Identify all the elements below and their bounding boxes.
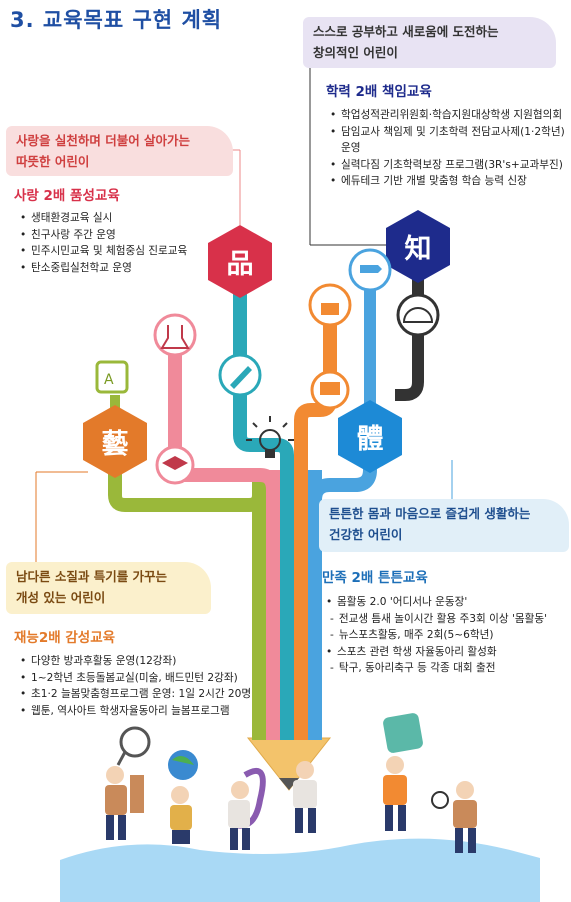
lightbulb-icon <box>246 416 294 458</box>
lab-flask-icon <box>153 313 197 357</box>
ground <box>60 838 540 902</box>
list-item: 뉴스포츠활동, 매주 2회(5~6학년) <box>326 627 547 644</box>
list-item: 생태환경교육 실시 <box>20 210 187 227</box>
hex-label-ji: 知 <box>404 234 432 265</box>
goal-box-healthy: 튼튼한 몸과 마음으로 즐겁게 생활하는 건강한 어린이 <box>319 499 569 552</box>
book-pen-icon <box>95 360 129 394</box>
heading-healthy: 만족 2배 튼튼교육 <box>322 570 428 586</box>
goal-line2: 건강한 어린이 <box>329 527 403 542</box>
list-item: 운영 <box>341 142 361 154</box>
goal-line2: 창의적인 어린이 <box>313 45 398 60</box>
goal-line2: 따뜻한 어린이 <box>16 154 90 169</box>
list-item: 탄소중립실천학교 운영 <box>20 260 187 277</box>
list-warm: 생태환경교육 실시 친구사랑 주간 운영 민주시민교육 및 체험중심 진로교육 … <box>20 210 187 276</box>
list-creative: 학업성적관리위원회·학습지원대상학생 지원협의회 담임교사 책임제 및 기초학력… <box>330 107 565 190</box>
goal-box-warm: 사랑을 실천하며 더불어 살아가는 따뜻한 어린이 <box>6 126 233 176</box>
hexagon-ye <box>83 405 147 478</box>
goal-box-talent: 남다른 소질과 특기를 가꾸는 개성 있는 어린이 <box>6 562 211 614</box>
heading-creative: 학력 2배 책임교육 <box>326 84 432 100</box>
protractor-icon <box>396 293 440 337</box>
hex-label-ye: 藝 <box>101 429 129 460</box>
list-item: 1~2학년 초등돌봄교실(미술, 배드민턴 2강좌) <box>20 670 251 687</box>
hexagon-che <box>338 400 402 473</box>
goal-line2: 개성 있는 어린이 <box>16 590 106 605</box>
goal-box-creative: 스스로 공부하고 새로움에 도전하는 창의적인 어린이 <box>303 17 556 68</box>
list-item: 스포츠 관련 학생 자율동아리 활성화 <box>326 644 547 661</box>
goal-line1: 사랑을 실천하며 더불어 살아가는 <box>16 133 191 148</box>
heading-warm: 사랑 2배 품성교육 <box>14 188 120 204</box>
list-item: 웹툰, 역사아트 학생자율동아리 늘봄프로그램 <box>20 703 251 720</box>
svg-text:A: A <box>104 372 114 388</box>
hex-label-pum: 品 <box>226 249 254 280</box>
goal-line1: 남다른 소질과 특기를 가꾸는 <box>16 569 168 584</box>
list-item: 민주시민교육 및 체험중심 진로교육 <box>20 243 187 260</box>
goal-line1: 튼튼한 몸과 마음으로 즐겁게 생활하는 <box>329 506 531 521</box>
hexagon-pum <box>208 225 272 298</box>
children-illustration <box>105 713 477 853</box>
list-item: 담임교사 책임제 및 기초학력 전담교사제(1·2학년) <box>330 124 565 141</box>
goal-line1: 스스로 공부하고 새로움에 도전하는 <box>313 24 499 39</box>
hex-label-che: 體 <box>356 424 384 455</box>
list-healthy: 몸활동 2.0 '어디서나 운동장' 전교생 틈새 놀이시간 활용 주3회 이상… <box>326 594 547 677</box>
list-item: 다양한 방과후활동 운영(12강좌) <box>20 653 251 670</box>
list-item: 학업성적관리위원회·학습지원대상학생 지원협의회 <box>330 107 565 124</box>
list-item: 탁구, 동아리축구 등 각종 대회 출전 <box>326 660 547 677</box>
list-item: 실력다짐 기초학력보장 프로그램(3R's+교과부진) <box>330 157 565 174</box>
hexagon-ji <box>386 210 450 283</box>
list-item: 친구사랑 주간 운영 <box>20 227 187 244</box>
list-talent: 다양한 방과후활동 운영(12강좌) 1~2학년 초등돌봄교실(미술, 배드민턴… <box>20 653 251 719</box>
page-title: 3. 교육목표 구현 계획 <box>10 8 223 32</box>
list-item: 전교생 틈새 놀이시간 활용 주3회 이상 '몸활동' <box>326 611 547 628</box>
list-item: 에듀테크 기반 개별 맞춤형 학습 능력 신장 <box>330 173 565 190</box>
list-item: 몸활동 2.0 '어디서나 운동장' <box>326 594 547 611</box>
heading-talent: 재능2배 감성교육 <box>14 630 116 646</box>
list-item: 초1·2 늘봄맞춤형프로그램 운영: 1일 2시간 20명 <box>20 686 251 703</box>
